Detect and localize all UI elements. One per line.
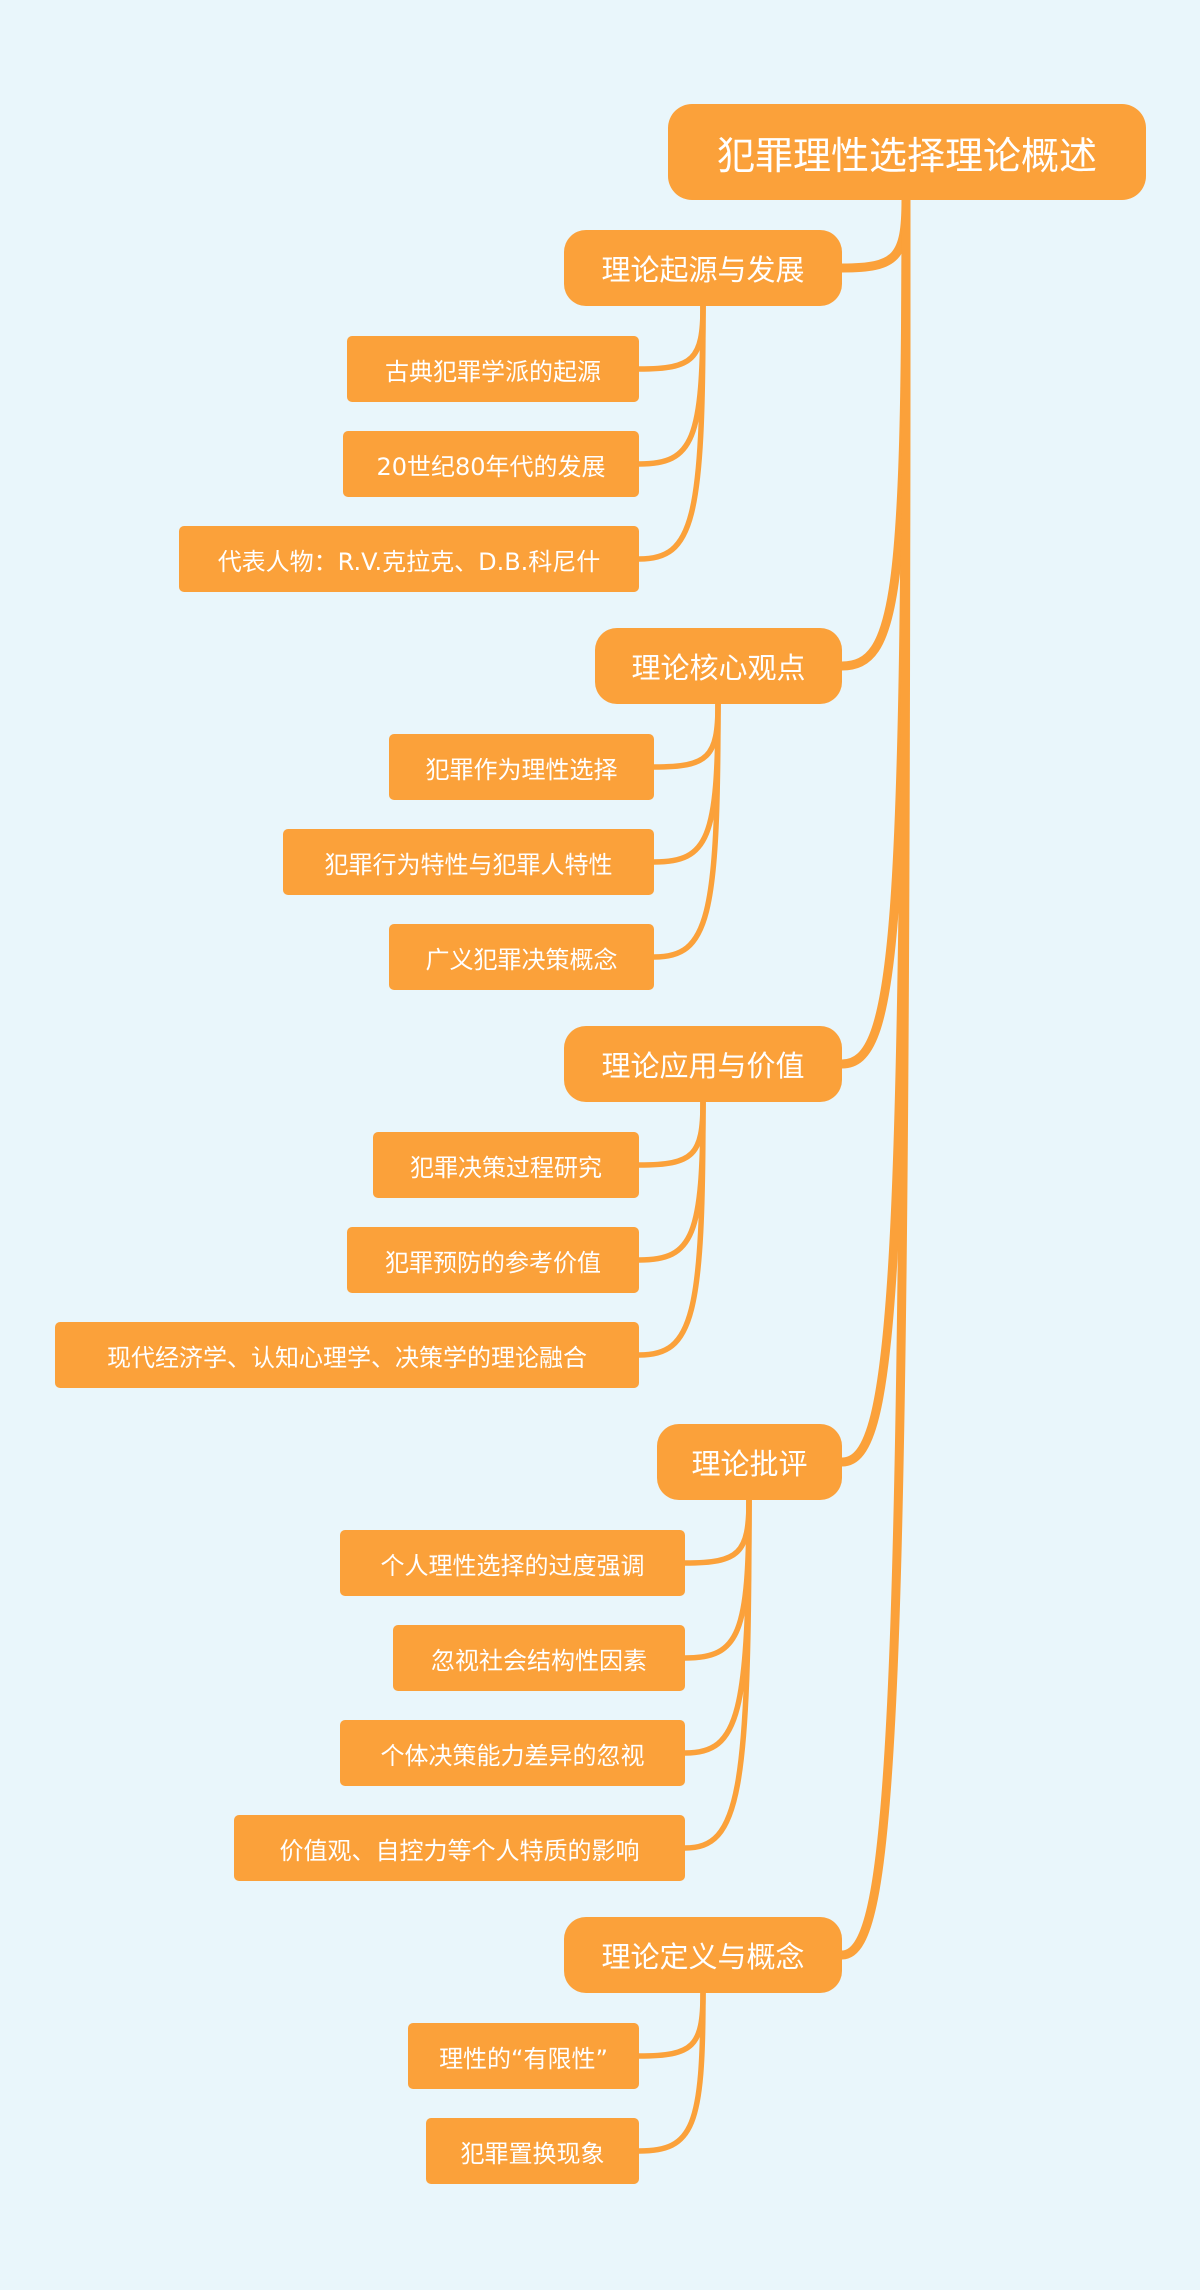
leaf-connector-4-1: [682, 1497, 752, 1566]
leaf-connector-2-2: [651, 701, 721, 865]
leaf-ability-differences[interactable]: 个体决策能力差异的忽视: [340, 1720, 685, 1786]
leaf-connector-4-2: [682, 1497, 752, 1661]
branch-application[interactable]: 理论应用与价值: [564, 1026, 842, 1102]
leaf-connector-4-4: [682, 1497, 752, 1851]
leaf-social-structure[interactable]: 忽视社会结构性因素: [393, 1625, 685, 1691]
leaf-crime-characteristics[interactable]: 犯罪行为特性与犯罪人特性: [283, 829, 654, 895]
leaf-connector-1-1: [636, 303, 706, 372]
leaf-classical-school[interactable]: 古典犯罪学派的起源: [347, 336, 639, 402]
leaf-connector-3-1: [636, 1099, 706, 1168]
leaf-connector-2-3: [651, 701, 721, 960]
leaf-displacement[interactable]: 犯罪置换现象: [426, 2118, 639, 2184]
leaf-overemphasis[interactable]: 个人理性选择的过度强调: [340, 1530, 685, 1596]
leaf-decision-research[interactable]: 犯罪决策过程研究: [373, 1132, 639, 1198]
root-connector-3: [837, 195, 911, 1069]
leaf-connector-3-3: [636, 1099, 706, 1358]
leaf-decision-concept[interactable]: 广义犯罪决策概念: [389, 924, 654, 990]
branch-criticism[interactable]: 理论批评: [657, 1424, 842, 1500]
root-topic[interactable]: 犯罪理性选择理论概述: [668, 104, 1146, 200]
leaf-bounded-rationality[interactable]: 理性的“有限性”: [408, 2023, 639, 2089]
leaf-connector-2-1: [651, 701, 721, 770]
leaf-connector-3-2: [636, 1099, 706, 1263]
leaf-1980s-development[interactable]: 20世纪80年代的发展: [343, 431, 639, 497]
leaf-theory-fusion[interactable]: 现代经济学、认知心理学、决策学的理论融合: [55, 1322, 639, 1388]
leaf-connector-5-2: [636, 1990, 706, 2154]
leaf-rational-choice[interactable]: 犯罪作为理性选择: [389, 734, 654, 800]
leaf-connector-1-2: [636, 303, 706, 467]
root-connector-5: [837, 195, 911, 1960]
leaf-connector-5-1: [636, 1990, 706, 2059]
branch-origin[interactable]: 理论起源与发展: [564, 230, 842, 306]
branch-definition[interactable]: 理论定义与概念: [564, 1917, 842, 1993]
leaf-prevention-value[interactable]: 犯罪预防的参考价值: [347, 1227, 639, 1293]
leaf-personal-traits[interactable]: 价值观、自控力等个人特质的影响: [234, 1815, 685, 1881]
branch-core-views[interactable]: 理论核心观点: [595, 628, 842, 704]
leaf-connector-1-3: [636, 303, 706, 562]
leaf-representatives[interactable]: 代表人物：R.V.克拉克、D.B.科尼什: [179, 526, 639, 592]
root-connector-1: [837, 195, 911, 273]
